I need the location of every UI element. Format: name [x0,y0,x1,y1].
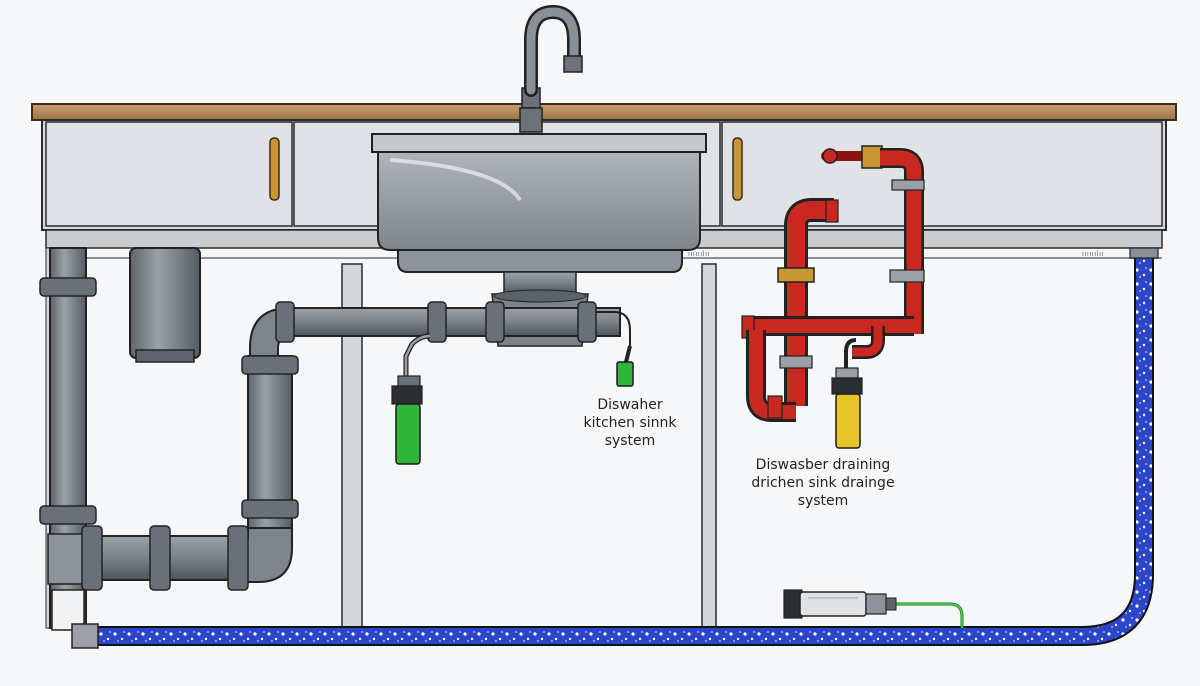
label-line: kitchen sinnk [583,415,677,431]
p-trap-drain [81,301,631,591]
drawer-handle-icon [732,137,743,201]
dishwasher-draining-label: Diswasber draining drichen sink drainge … [728,456,918,510]
cabinet-post-right [701,263,717,629]
flexible-drain-hose [71,247,1159,649]
filter-cartridge-icon [391,333,431,465]
dishwasher-kitchen-label: Diswaher kitchen sinnk system [560,396,700,450]
water-sensor-icon [783,589,964,628]
rail-stamp: ıııııılıı [688,250,711,258]
countertop [31,103,1177,121]
hot-water-supply-pipes [741,145,925,422]
shutoff-valve-icon [822,148,838,164]
cabinet-door-left [45,121,293,227]
label-line: drichen sink drainge [751,475,895,491]
sink-basin [371,133,707,273]
label-line: Diswasber draining [755,457,891,473]
faucet-icon [519,4,583,133]
label-line: system [604,433,656,449]
left-drain-stack [39,247,97,631]
rail-stamp: ıııııılıı [1082,250,1105,258]
label-line: system [797,493,849,509]
water-sensor-icon [616,345,634,387]
disposal-unit-icon [129,247,201,363]
filter-cartridge-icon [831,338,863,449]
drawer-handle-icon [269,137,280,201]
label-line: Diswaher [597,397,663,413]
